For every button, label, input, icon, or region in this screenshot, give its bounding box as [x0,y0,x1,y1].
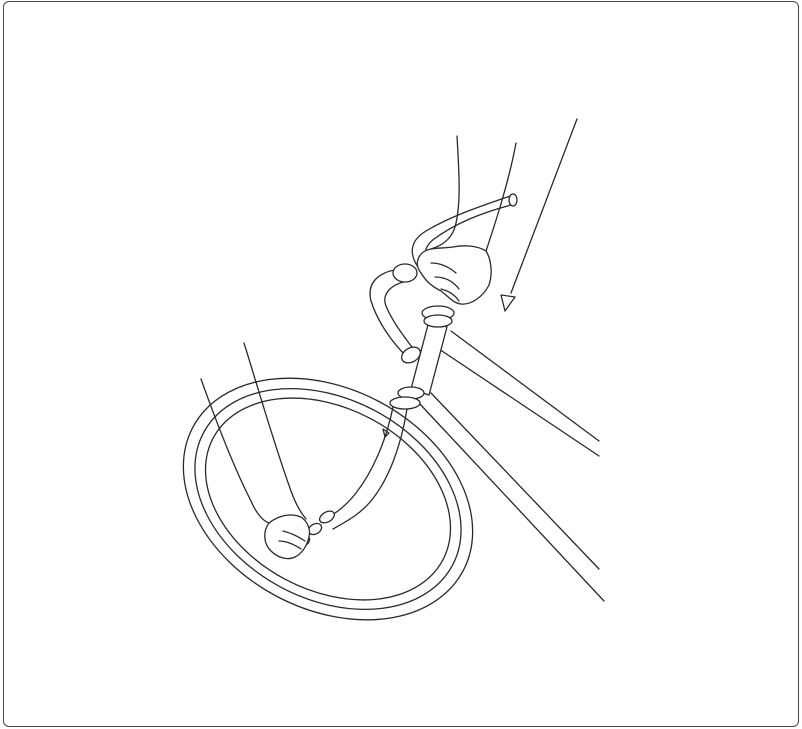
instruction-panel [3,1,799,727]
bike-frame [390,306,604,601]
front-wheel [141,330,514,668]
bicycle-assembly-illustration [4,2,799,727]
front-fork [294,407,407,549]
hand-icon [201,343,310,559]
arrow-down-icon [501,119,577,311]
